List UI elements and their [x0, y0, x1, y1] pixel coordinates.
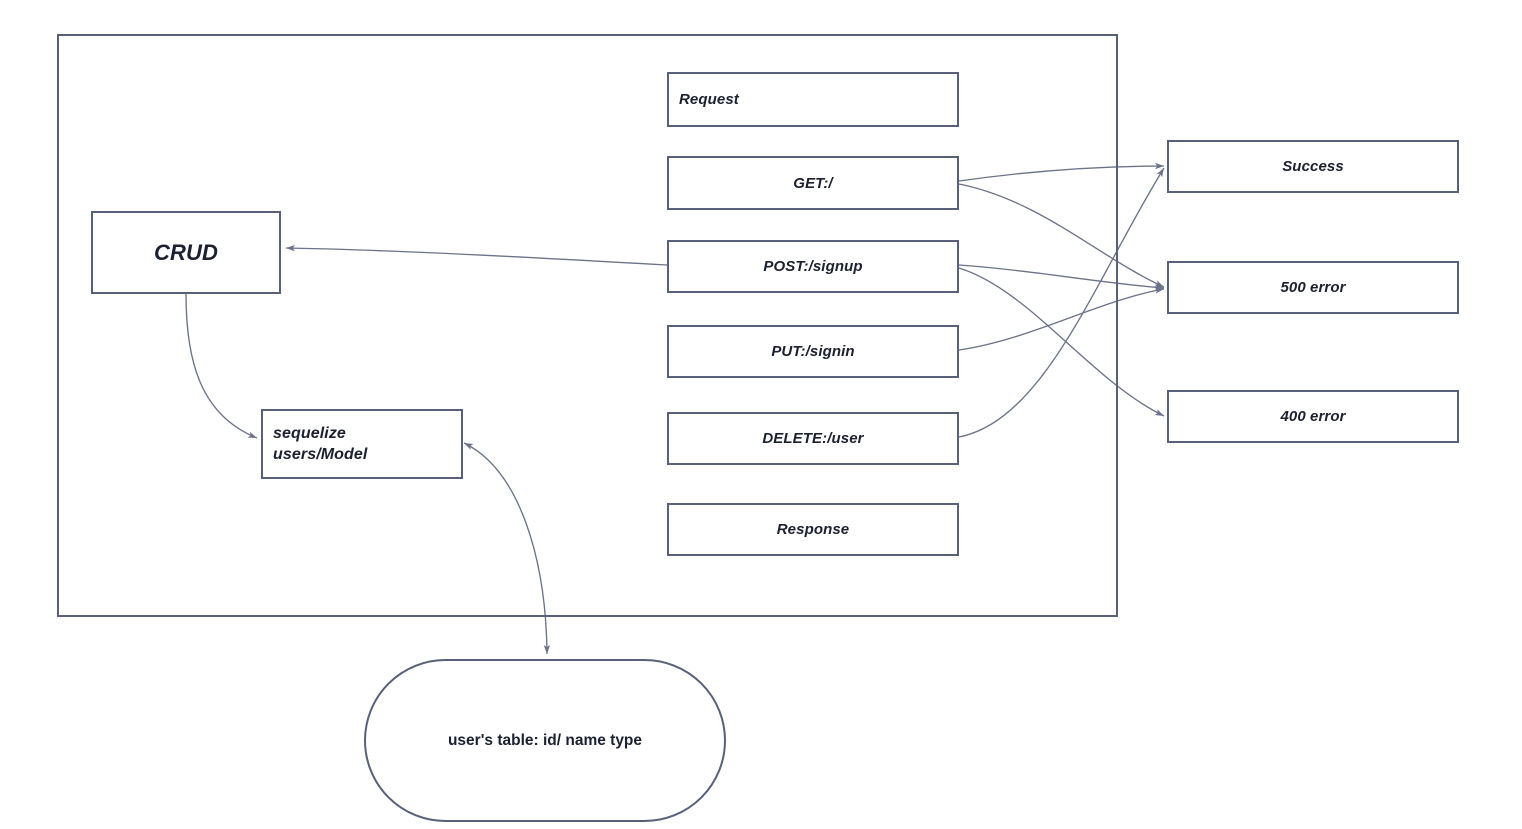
node-request-label: Request	[679, 91, 739, 108]
node-crud-label: CRUD	[154, 239, 218, 265]
node-request[interactable]: Request	[667, 72, 959, 127]
node-get[interactable]: GET:/	[667, 156, 959, 210]
node-delete-label: DELETE:/user	[762, 430, 864, 447]
node-crud[interactable]: CRUD	[91, 211, 281, 294]
node-response-label: Response	[776, 521, 850, 538]
node-sequelize-line1: sequelize	[273, 424, 346, 442]
node-error-400[interactable]: 400 error	[1167, 390, 1459, 443]
node-get-label: GET:/	[793, 174, 833, 192]
node-error-400-label: 400 error	[1280, 408, 1346, 425]
node-error-500-label: 500 error	[1280, 279, 1346, 296]
node-post-label: POST:/signup	[763, 258, 863, 275]
node-post[interactable]: POST:/signup	[667, 240, 959, 293]
node-put-label: PUT:/signin	[771, 343, 855, 360]
node-delete[interactable]: DELETE:/user	[667, 412, 959, 465]
node-response[interactable]: Response	[667, 503, 959, 556]
node-put[interactable]: PUT:/signin	[667, 325, 959, 378]
node-sequelize[interactable]: sequelize users/Model	[261, 409, 463, 479]
node-success[interactable]: Success	[1167, 140, 1459, 193]
node-error-500[interactable]: 500 error	[1167, 261, 1459, 314]
node-sequelize-label: sequelize users/Model	[263, 423, 461, 465]
node-sequelize-line2: users/Model	[273, 446, 368, 463]
node-success-label: Success	[1282, 158, 1344, 175]
node-database[interactable]: user's table: id/ name type	[364, 659, 726, 822]
node-database-label: user's table: id/ name type	[447, 731, 643, 749]
